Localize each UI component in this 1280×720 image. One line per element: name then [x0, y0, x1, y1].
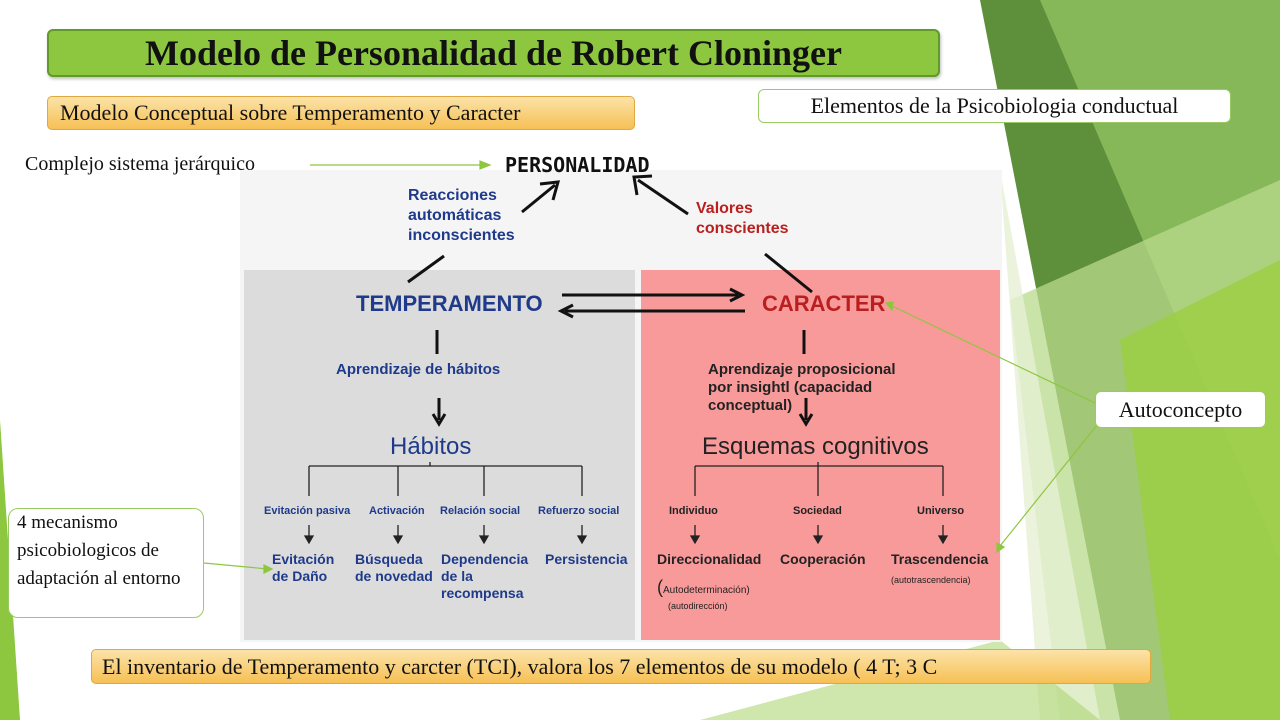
temp-category-3: Relación social	[440, 505, 521, 517]
char-category-1: Individuo	[669, 505, 718, 517]
temp-category-2: Activación	[369, 505, 425, 517]
arrowhead-to-car	[729, 287, 746, 303]
autotrascendencia-label: (autotrascendencia)	[891, 575, 971, 585]
autoconcepto-box: Autoconcepto	[1095, 391, 1266, 428]
connector-mecanismos	[203, 562, 269, 570]
aprendizaje-habitos-label: Aprendizaje de hábitos	[336, 361, 501, 378]
small-arrows	[303, 525, 949, 545]
aprendizaje-proposicional-label: Aprendizaje proposicional por insightl (…	[708, 361, 896, 414]
line-reacciones-to-personalidad	[521, 183, 556, 214]
reacciones-label: Reacciones automáticas inconscientes	[408, 187, 515, 244]
habitos-label: Hábitos	[390, 433, 472, 460]
temp-outcome-1: Evitación de Daño	[272, 551, 335, 584]
autodeterminacion-label: (Autodeterminación)	[657, 577, 750, 597]
esquemas-label: Esquemas cognitivos	[702, 433, 929, 460]
caracter-label: CARACTER	[762, 291, 886, 316]
line-temp-to-reacciones	[407, 254, 445, 284]
personalidad-label: PERSONALIDAD	[505, 153, 650, 177]
bottom-caption-box: El inventario de Temperamento y carcter …	[91, 649, 1151, 684]
connector-autoconcepto-caracter	[891, 305, 1096, 404]
elementos-box: Elementos de la Psicobiologia conductual	[758, 89, 1231, 123]
temp-outcome-2: Búsqueda de novedad	[355, 551, 433, 584]
arrowhead-personalidad-right	[632, 174, 653, 196]
temperament-panel	[244, 270, 635, 640]
slide-title: Modelo de Personalidad de Robert Cloning…	[47, 29, 940, 77]
arrowhead-to-temp	[557, 303, 574, 319]
bg-shape-right-pale	[1000, 170, 1100, 720]
arrowhead-personalidad-left	[539, 180, 561, 201]
line-caracter-to-valores	[764, 252, 813, 294]
temp-category-1: Evitación pasiva	[264, 505, 351, 517]
tree-lines	[308, 462, 944, 496]
connectors	[203, 160, 1098, 574]
autodireccion-label: (autodirección)	[668, 601, 728, 611]
mecanismos-box: 4 mecanismo psicobiologicos de adaptació…	[8, 508, 204, 618]
valores-label: Valores conscientes	[696, 200, 789, 237]
connector-autoconcepto-trascendencia	[999, 424, 1098, 547]
arrowhead-esquemas	[798, 413, 814, 427]
char-outcome-3: Trascendencia	[891, 551, 989, 567]
temp-outcome-4: Persistencia	[545, 551, 628, 567]
char-category-2: Sociedad	[793, 505, 842, 517]
temp-category-4: Refuerzo social	[538, 505, 620, 517]
hierarchy-lines	[407, 174, 814, 427]
char-outcome-2: Cooperación	[780, 551, 866, 567]
bg-shape-right-lime	[1120, 260, 1280, 720]
line-valores-to-personalidad	[637, 178, 689, 216]
temp-outcome-3: Dependencia de la recompensa	[441, 551, 529, 601]
char-outcome-1: Direccionalidad	[657, 551, 762, 567]
arrowhead-habitos	[431, 413, 447, 427]
subtitle-box: Modelo Conceptual sobre Temperamento y C…	[47, 96, 635, 130]
char-category-3: Universo	[917, 505, 965, 517]
character-panel	[641, 270, 1000, 640]
complejo-label: Complejo sistema jerárquico	[25, 153, 255, 175]
temperamento-label: TEMPERAMENTO	[356, 291, 543, 316]
